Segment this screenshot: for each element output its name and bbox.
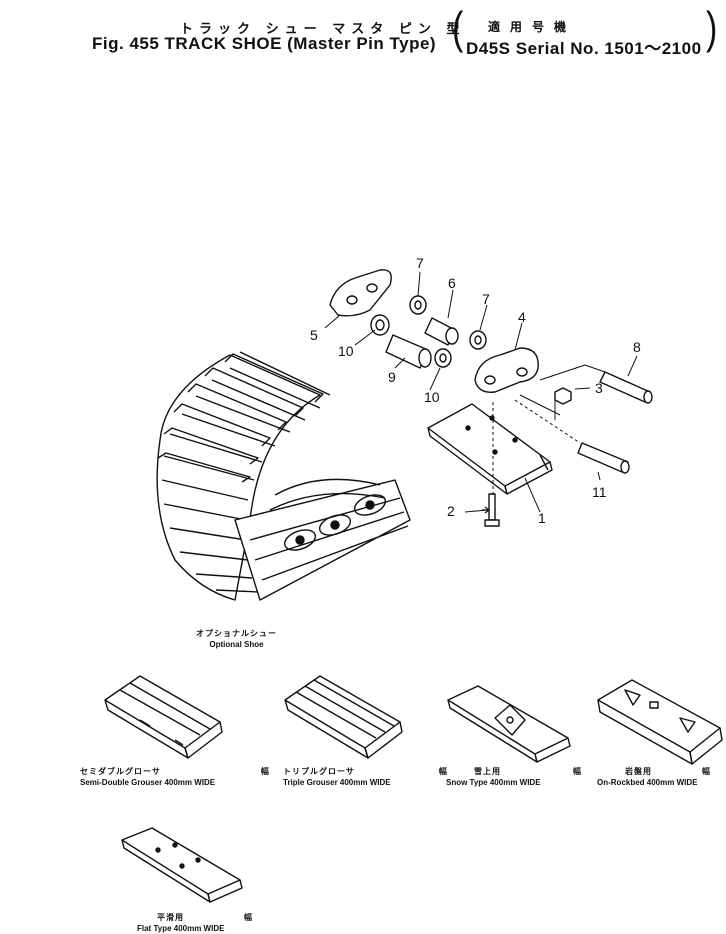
caption-width-jp: 幅 <box>244 913 252 922</box>
part-9-bushing <box>385 334 432 369</box>
optional-shoe-caption: オプショナルシュー Optional Shoe <box>196 628 277 650</box>
caption-jp: セミダブルグローサ <box>80 767 161 776</box>
close-paren: ) <box>706 4 718 54</box>
callout-2: 2 <box>447 503 455 519</box>
caption-jp: トリプルグローサ <box>283 767 355 776</box>
caption-jp: 岩盤用 <box>625 767 652 776</box>
part-10-seal-right <box>434 348 452 368</box>
triple-grouser-shoe <box>284 675 403 759</box>
open-paren: ( <box>452 4 464 54</box>
on-rockbed-shoe <box>597 679 723 765</box>
semi-double-caption: セミダブルグローサ 幅 Semi-Double Grouser 400mm WID… <box>80 766 269 788</box>
part-10-seal-left <box>370 314 390 336</box>
leader-lines <box>324 271 638 513</box>
serial-range: D45S Serial No. 1501～2100 <box>466 39 702 58</box>
caption-jp: 平滑用 <box>157 913 184 922</box>
caption-width-jp: 幅 <box>573 767 581 776</box>
callout-11: 11 <box>592 484 607 500</box>
part-8-pin <box>599 371 653 404</box>
part-1-track-shoe <box>427 403 553 495</box>
caption-en: On-Rockbed 400mm WIDE <box>597 778 698 787</box>
part-5-master-link <box>329 269 392 317</box>
optional-shoe-jp: オプショナルシュー <box>196 629 277 638</box>
caption-width-jp: 幅 <box>438 767 447 776</box>
track-chain-illustration <box>156 351 411 601</box>
snow-type-shoe <box>447 685 571 763</box>
caption-en: Semi-Double Grouser 400mm WIDE <box>80 778 216 787</box>
triple-grouser-caption: トリプルグローサ 幅 Triple Grouser 400mm WIDE <box>283 766 447 788</box>
callout-1: 1 <box>538 510 546 526</box>
callout-3: 3 <box>595 380 603 396</box>
part-4-master-link <box>474 347 539 393</box>
part-2-bolt <box>484 493 500 527</box>
caption-jp: 雪上用 <box>474 767 501 776</box>
serial-japanese: 適用号機 <box>488 20 577 34</box>
caption-width-jp: 幅 <box>260 767 269 776</box>
part-7-seal-upper <box>409 295 427 315</box>
callout-5: 5 <box>310 327 318 343</box>
caption-en: Snow Type 400mm WIDE <box>446 778 541 787</box>
part-7-seal-right <box>469 330 487 350</box>
on-rockbed-caption: 岩盤用 幅 On-Rockbed 400mm WIDE <box>597 766 710 788</box>
flat-type-shoe <box>121 827 243 903</box>
snow-type-caption: 雪上用 幅 Snow Type 400mm WIDE <box>446 766 581 788</box>
callout-8: 8 <box>633 339 641 355</box>
part-11-pin <box>577 442 630 474</box>
callout-10-left: 10 <box>338 343 354 359</box>
callout-9: 9 <box>388 369 396 385</box>
callout-7-right: 7 <box>482 291 490 307</box>
semi-double-grouser-shoe <box>104 675 223 759</box>
part-3-nut <box>554 387 572 405</box>
callout-10-right: 10 <box>424 389 440 405</box>
caption-en: Triple Grouser 400mm WIDE <box>283 778 391 787</box>
figure-title: Fig. 455 TRACK SHOE (Master Pin Type) <box>92 34 437 53</box>
caption-en: Flat Type 400mm WIDE <box>137 924 225 933</box>
callout-7-upper: 7 <box>416 255 424 271</box>
caption-width-jp: 幅 <box>702 767 710 776</box>
callout-4: 4 <box>518 309 526 325</box>
optional-shoe-en: Optional Shoe <box>209 640 264 649</box>
callout-6: 6 <box>448 275 456 291</box>
flat-type-caption: 平滑用 幅 Flat Type 400mm WIDE <box>137 912 252 934</box>
part-6-bushing <box>424 317 459 346</box>
title-japanese: トラック シュー マスタ ピン 型 <box>180 21 466 36</box>
